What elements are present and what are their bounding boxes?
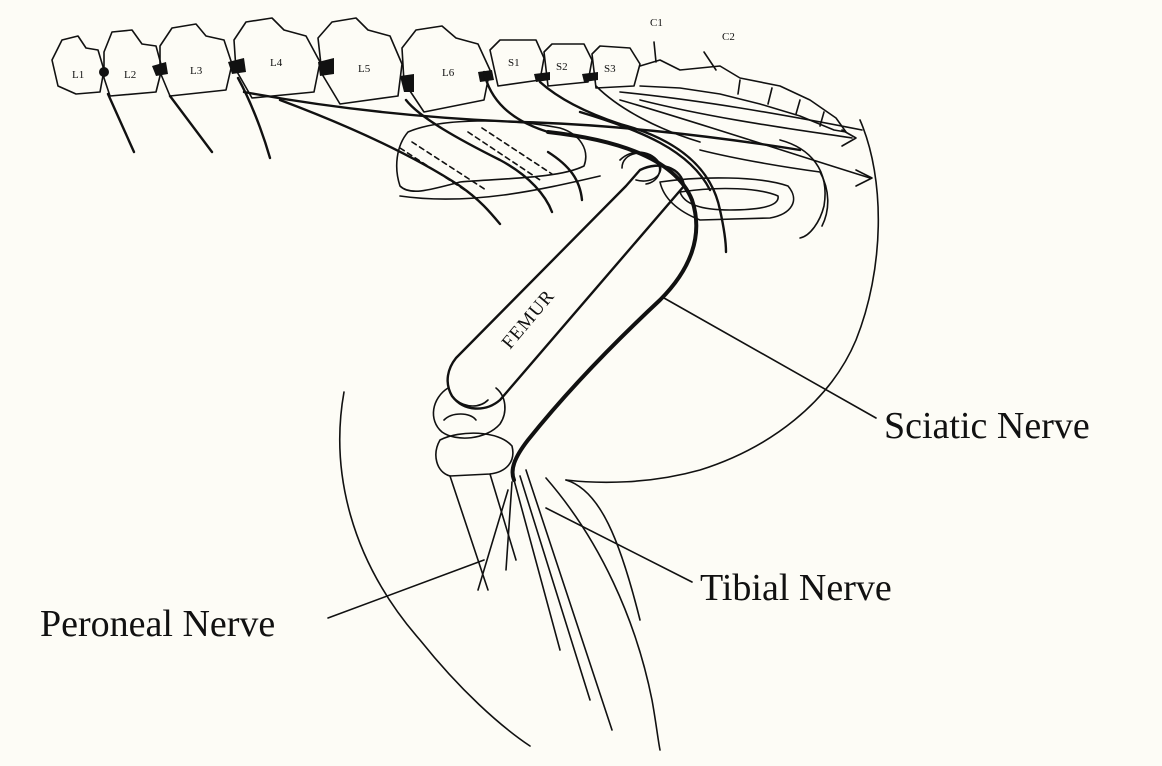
sciatic-branch-short [548,152,582,200]
lumbosacral-nerves [244,72,872,226]
label-l3: L3 [190,65,203,77]
lumbar-nerve-roots [108,78,270,158]
foramen-l5 [400,74,414,92]
peroneal-nerve-branch-2 [478,490,508,590]
label-l2: L2 [124,69,136,81]
femur-shaft [448,166,684,409]
label-l6: L6 [442,67,455,79]
sciatic-pathway [478,112,726,730]
label-l4: L4 [270,57,283,69]
pelvis-rear [780,140,825,238]
vertebra-l1 [52,36,104,94]
leader-sciatic [664,298,876,418]
vertebra-s3 [592,46,640,88]
label-s2: S2 [556,61,568,73]
label-s3: S3 [604,63,616,75]
dashed-line-4 [482,128,552,174]
dashed-line-2 [412,142,486,190]
vertebra-l2 [104,30,162,96]
tibia-head [436,433,513,476]
tibial-nerve-branch-2 [520,476,590,700]
rump-outline [566,120,878,482]
c1-process [654,42,656,62]
label-tibial-nerve: Tibial Nerve [700,567,892,609]
label-peroneal-nerve: Peroneal Nerve [40,603,275,645]
dashed-guides [400,128,552,196]
femur-distal [433,388,504,438]
label-sciatic-nerve: Sciatic Nerve [884,405,1090,447]
nerve-s2-root [540,82,620,124]
foramen-l1 [99,67,109,77]
dashed-line-3 [468,132,540,180]
leader-peroneal [328,560,484,618]
vertebra-l3 [160,24,232,96]
label-c2: C2 [722,31,735,43]
thigh-front-outline [340,392,530,746]
patella [444,414,476,420]
label-l1: L1 [72,69,84,81]
foramen-l2 [152,62,168,76]
nerve-root-l2 [170,96,212,152]
label-l5: L5 [358,63,371,75]
nerve-root-l3 [238,78,270,158]
label-c1: C1 [650,17,663,29]
label-s1: S1 [508,57,520,69]
leader-tibial [546,508,692,582]
nerve-root-l1 [108,94,134,152]
ischium-outline [660,178,794,220]
